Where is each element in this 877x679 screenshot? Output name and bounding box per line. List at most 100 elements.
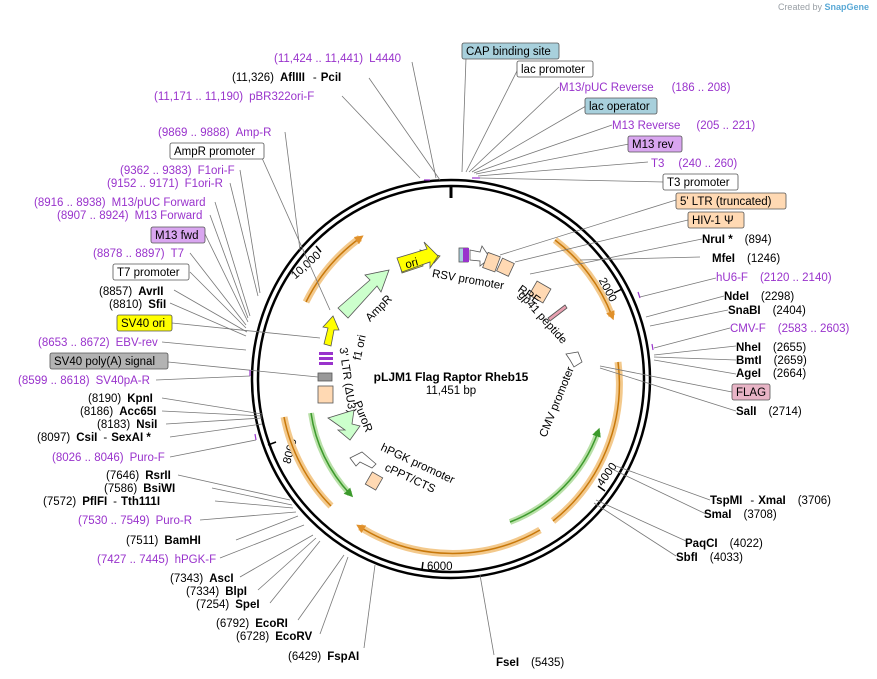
- leader-ndei: [645, 295, 725, 318]
- arc-feature-3-line: [356, 524, 541, 555]
- fspai-label: (6429)FspAI: [288, 651, 359, 663]
- ecorv-label: (6728)EcoRV: [236, 631, 312, 643]
- avrii-label: (8857)AvrII: [99, 286, 163, 298]
- leader-sali: [599, 367, 737, 412]
- leader-bsiwi: [211, 487, 293, 506]
- box-cap: [461, 42, 560, 60]
- tspmi-label: TspMI-XmaI(3706): [710, 495, 831, 507]
- arc-feature-1-line: [554, 239, 615, 321]
- leader-f1orir: [229, 182, 259, 297]
- leader-purof: [169, 439, 257, 458]
- smai-label: SmaI(3708): [704, 509, 777, 521]
- spei-label: (7254)SpeI: [196, 599, 260, 611]
- m13-reverse-label: M13 Reverse(205 .. 221): [612, 120, 755, 132]
- f1ori-label: f1 ori: [352, 334, 369, 362]
- primer-tick-cmvf: [651, 343, 654, 351]
- leader-t3p: [479, 177, 665, 183]
- amp-r-primer-label: (9869 .. 9888)Amp-R: [158, 127, 271, 139]
- arc-feature-4-line: [283, 416, 332, 507]
- flag-label: FLAG: [736, 387, 766, 399]
- nsii-label: (8183)NsiI: [97, 419, 157, 431]
- leader-t7: [189, 252, 247, 326]
- agei-label: AgeI(2664): [736, 368, 806, 380]
- arc-green-1-line: [509, 427, 601, 523]
- primer-mark-top-2: [466, 248, 469, 262]
- arc-feature-5: [302, 235, 363, 304]
- lac-operator-label: lac operator: [589, 101, 650, 113]
- box-lacop: [584, 97, 658, 115]
- puro-r-label: (7530 .. 7549)Puro-R: [78, 515, 192, 527]
- leader-amprp: [261, 157, 331, 311]
- leader-m13revbox: [475, 143, 630, 175]
- box-sv40ori: [116, 314, 173, 332]
- rre-feature: [528, 280, 552, 304]
- t7-primer-label: (8878 .. 8897)T7: [93, 248, 184, 260]
- plasmid-name: pLJM1 Flag Raptor Rheb15: [374, 370, 529, 384]
- l4440-label: (11,424 .. 11,441)L4440: [274, 53, 401, 65]
- primer-tick-hu6f: [637, 291, 641, 299]
- leader-lacp: [465, 68, 519, 173]
- leader-m13pucrev: [468, 86, 560, 173]
- leader-purorev: [199, 511, 297, 521]
- leader-sv40pa: [167, 361, 319, 378]
- box-t3p: [662, 173, 739, 191]
- leader-nhei: [653, 345, 737, 356]
- cmv-arrow: [565, 351, 583, 368]
- box-amprp: [169, 142, 265, 160]
- f1ori-r-label: (9152 .. 9171)F1ori-R: [107, 178, 223, 190]
- leader-bamhi: [235, 515, 299, 541]
- leader-l4440: [411, 61, 437, 179]
- puro-f-label: (8026 .. 8046)Puro-F: [52, 452, 165, 464]
- leader-fspai: [363, 564, 376, 649]
- leader-spei: [269, 540, 321, 604]
- tick-mark-10000: [315, 245, 322, 253]
- ltr3-feature: [317, 385, 334, 404]
- primer-tick-purof: [254, 433, 257, 441]
- box-sv40pa: [49, 352, 169, 370]
- blpi-label: (7334)BlpI: [186, 586, 247, 598]
- box-ltr5: [675, 192, 787, 210]
- tick-label-6000: 6000: [427, 561, 453, 573]
- leader-acc65i: [161, 410, 263, 417]
- leader-cmvf: [653, 327, 731, 349]
- t3-promoter-label: T3 promoter: [667, 177, 730, 189]
- leader-agei: [653, 359, 737, 375]
- credit-prefix: Created by: [777, 2, 822, 12]
- leader-asci: [239, 534, 314, 578]
- leader-ltr5: [499, 199, 677, 256]
- nrui-label: NruI *(894): [702, 234, 772, 246]
- hiv-psi-label: HIV-1 Ψ: [692, 215, 734, 227]
- snapgene-logo: SnapGene: [824, 2, 869, 12]
- sv40-pa-feature: [317, 372, 333, 382]
- sv40-polya-label: SV40 poly(A) signal: [54, 356, 155, 368]
- primer-mark-top-1: [463, 248, 466, 262]
- leader-hu6f: [639, 277, 717, 298]
- kpni-label: (8190)KpnI: [88, 393, 153, 405]
- leader-sfii: [169, 302, 247, 337]
- leader-sv40par: [155, 375, 251, 381]
- mfei-label: MfeI(1246): [712, 253, 780, 265]
- leader-cap: [461, 57, 467, 173]
- leader-paqci: [595, 499, 687, 542]
- backbone-outer: [250, 178, 652, 580]
- leader-hpgkf: [219, 524, 305, 559]
- tick-mark-2000: [613, 288, 623, 294]
- leader-ecori: [297, 554, 345, 621]
- leader-sv40ori: [171, 322, 321, 339]
- leader-bmti: [653, 356, 737, 361]
- leader-m13fwd: [204, 233, 249, 323]
- leader-f1orif: [239, 169, 261, 294]
- box-m13rev: [627, 135, 683, 153]
- leader-t3: [477, 161, 649, 177]
- ltr5-feature-a: [482, 251, 501, 273]
- leader-snabi: [649, 309, 729, 327]
- pflfi-label: (7572)PflFI-Tth111I: [43, 496, 160, 508]
- leader-ampr-primer: [284, 131, 301, 251]
- leader-nrui: [529, 238, 703, 275]
- leader-fsei: [479, 574, 495, 656]
- leader-afliii: [368, 77, 441, 181]
- cppt-feature: [364, 471, 384, 491]
- leader-pflfi: [214, 500, 294, 509]
- sbfi-label: SbfI(4033): [676, 552, 743, 564]
- gp41-feature: [547, 304, 568, 322]
